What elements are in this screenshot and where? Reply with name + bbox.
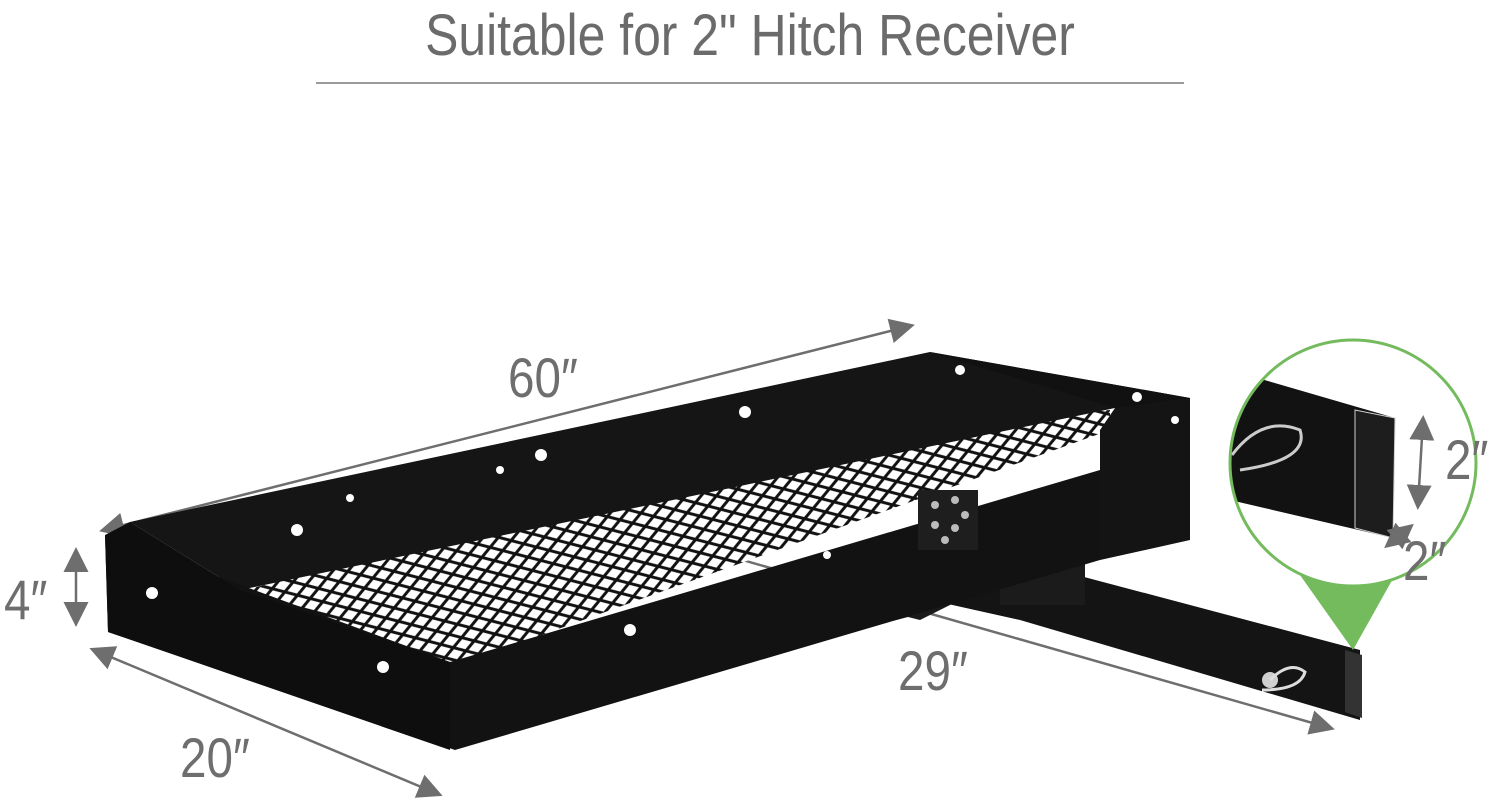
back-rail — [130, 352, 1190, 590]
page-title: Suitable for 2" Hitch Receiver — [425, 3, 1075, 68]
height-label: 4″ — [4, 568, 48, 631]
width-label: 20″ — [180, 726, 250, 789]
title-divider — [316, 82, 1184, 84]
length-label: 60″ — [508, 346, 578, 409]
length-arrow — [99, 318, 915, 538]
mesh-floor — [245, 410, 1110, 668]
receiver-callout — [1228, 338, 1478, 650]
width-arrow — [89, 646, 443, 798]
receiver-width-label: 2″ — [1403, 529, 1447, 592]
receiver-height-label: 2″ — [1445, 428, 1489, 491]
shank-length-label: 29″ — [898, 639, 968, 702]
